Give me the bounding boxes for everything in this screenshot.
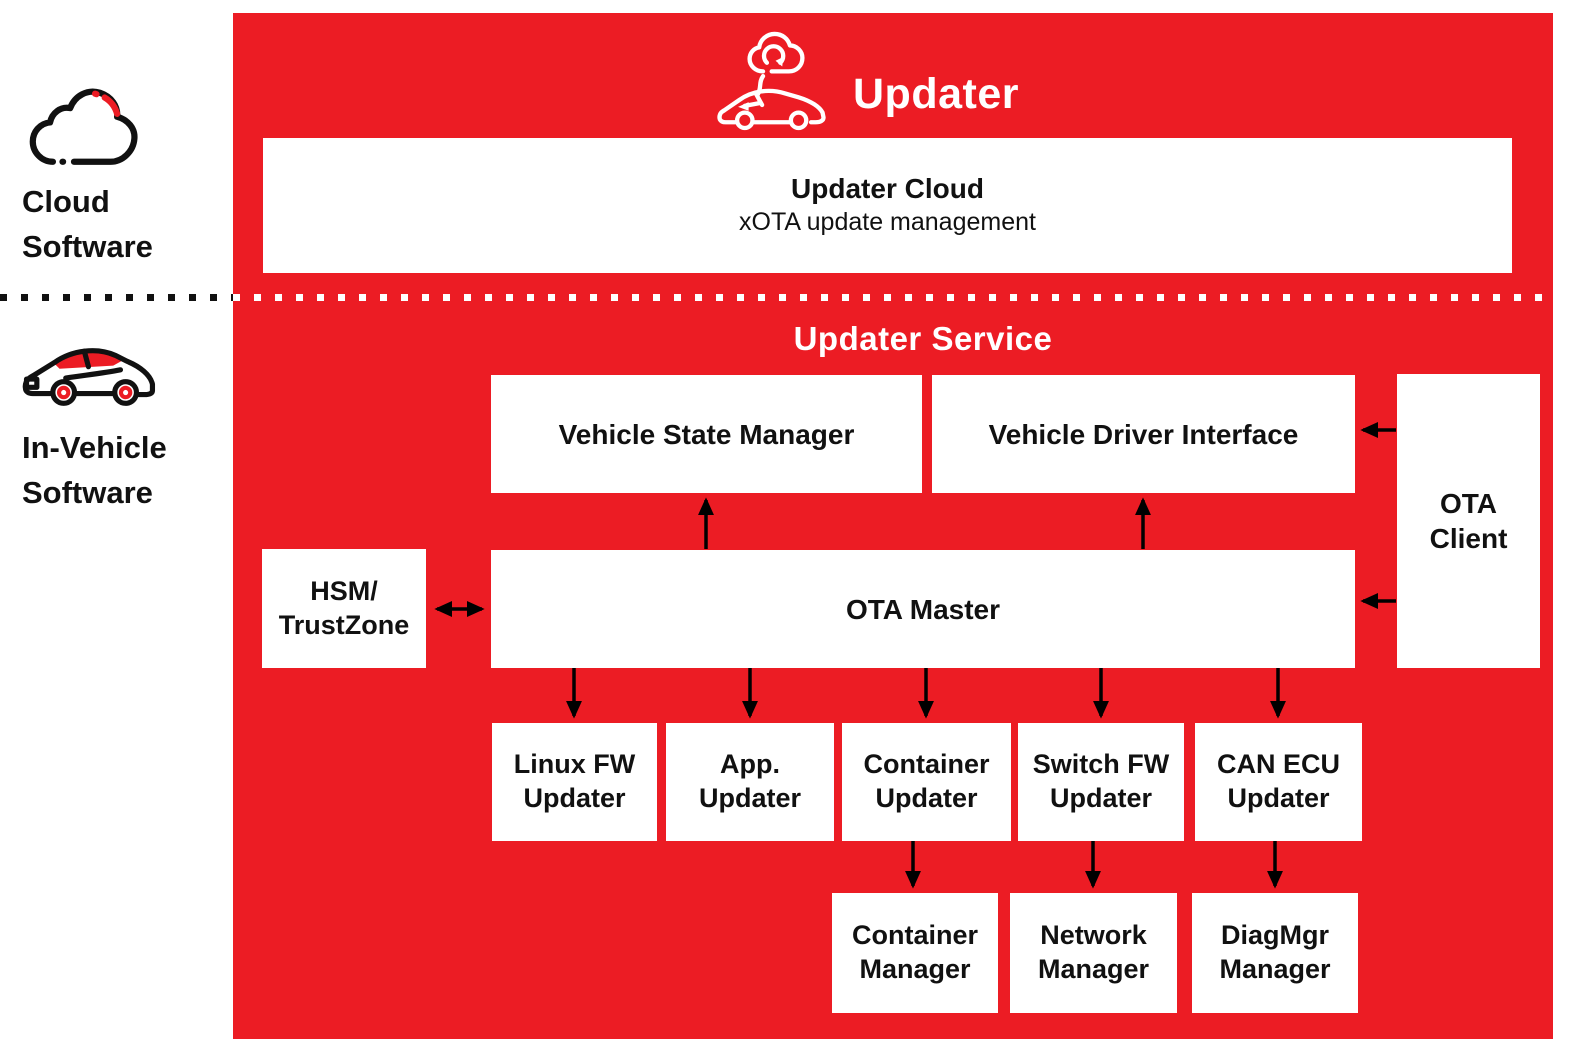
box-label: Updater	[875, 783, 978, 813]
box-label: Updater	[1227, 783, 1330, 813]
in-vehicle-software-label-line2: Software	[22, 474, 153, 510]
box-label: Container	[863, 749, 990, 780]
box-label: Linux FW	[513, 749, 636, 780]
ota-master-box: OTA Master	[491, 550, 1355, 668]
updater-title: Updater	[853, 70, 1019, 118]
ota-client-label-line2: Client	[1429, 523, 1508, 554]
container-manager-box: Container Manager	[832, 893, 998, 1013]
box-label: Switch FW	[1032, 749, 1170, 780]
box-label: Container	[851, 920, 978, 951]
linux-fw-updater-box: Linux FW Updater	[492, 723, 657, 841]
diagmgr-manager-box: DiagMgr Manager	[1192, 893, 1358, 1013]
box-label: Updater	[523, 783, 626, 813]
container-updater-box: Container Updater	[842, 723, 1011, 841]
box-label: DiagMgr	[1221, 920, 1329, 951]
app-updater-box: App. Updater	[666, 723, 834, 841]
switch-fw-updater-box: Switch FW Updater	[1018, 723, 1184, 841]
box-label: Manager	[1037, 954, 1150, 984]
cloud-over-car-icon	[717, 31, 826, 131]
vehicle-state-manager-label: Vehicle State Manager	[558, 418, 855, 450]
updater-cloud-title: Updater Cloud	[791, 173, 984, 205]
cloud-software-label: Cloud Software	[22, 180, 153, 270]
hsm-trustzone-box: HSM/ TrustZone	[262, 549, 426, 668]
network-manager-box: Network Manager	[1010, 893, 1177, 1013]
hsm-label-line1: HSM/	[310, 575, 378, 606]
updater-cloud-box: Updater Cloud xOTA update management	[263, 138, 1512, 273]
ota-client-label-line1: OTA	[1439, 488, 1498, 519]
box-label: Manager	[859, 954, 971, 984]
car-icon	[22, 348, 156, 406]
cloud-icon	[29, 88, 138, 165]
vehicle-driver-interface-label: Vehicle Driver Interface	[988, 418, 1299, 450]
divider-dotted-black	[0, 294, 233, 301]
cloud-software-label-line2: Software	[22, 228, 153, 264]
ota-master-label: OTA Master	[845, 593, 1001, 625]
updater-service-title: Updater Service	[793, 320, 1053, 357]
vehicle-state-manager-box: Vehicle State Manager	[491, 375, 922, 493]
box-label: Updater	[698, 783, 801, 813]
divider-dotted-white	[233, 294, 1553, 301]
updater-cloud-subtitle: xOTA update management	[739, 208, 1036, 237]
box-label: Updater	[1049, 783, 1152, 813]
box-label: App.	[720, 749, 780, 780]
hsm-label-line2: TrustZone	[278, 609, 410, 640]
box-label: CAN ECU	[1216, 749, 1340, 780]
in-vehicle-software-label: In-Vehicle Software	[22, 426, 167, 516]
cloud-software-label-line1: Cloud	[22, 184, 110, 219]
ota-client-box: OTA Client	[1397, 374, 1540, 668]
in-vehicle-software-label-line1: In-Vehicle	[22, 430, 167, 465]
vehicle-driver-interface-box: Vehicle Driver Interface	[932, 375, 1355, 493]
box-label: Network	[1040, 920, 1147, 951]
can-ecu-updater-box: CAN ECU Updater	[1195, 723, 1362, 841]
box-label: Manager	[1219, 954, 1331, 984]
